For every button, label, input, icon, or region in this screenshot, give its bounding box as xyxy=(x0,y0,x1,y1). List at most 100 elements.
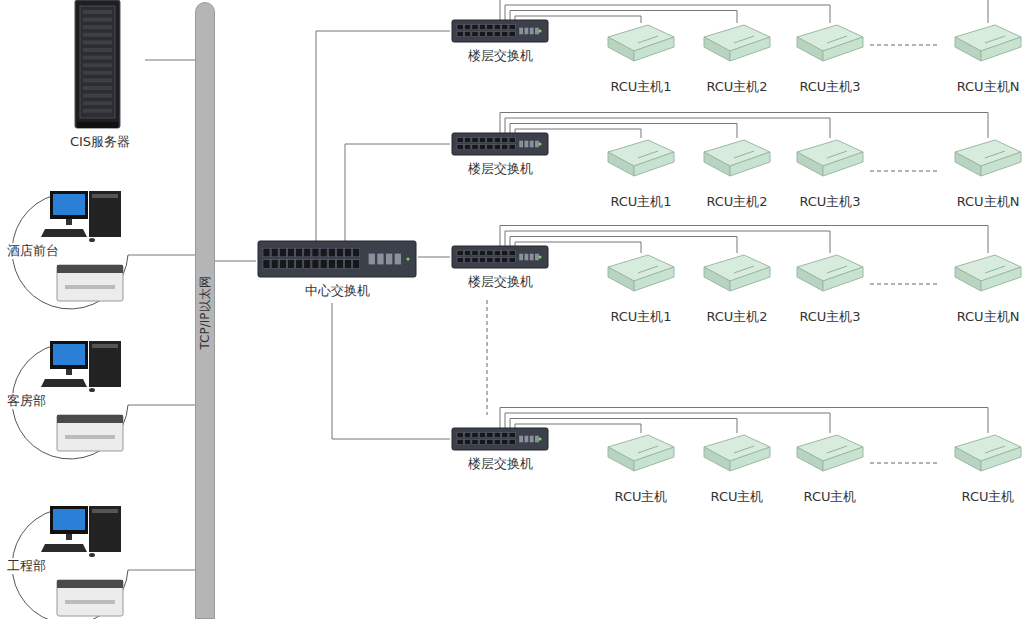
rack-slot xyxy=(83,10,112,14)
rcu-front xyxy=(823,37,863,61)
rcu-node: RCU主机2 xyxy=(695,253,779,325)
device-label: 客房部 xyxy=(5,393,48,409)
rcu-badge xyxy=(638,446,658,453)
icon-group xyxy=(955,25,1021,61)
keyboard xyxy=(41,229,87,237)
switch-port xyxy=(345,260,352,269)
switch-port xyxy=(487,439,493,444)
rcu-node: RCU主机N xyxy=(946,138,1024,210)
pc-tower xyxy=(89,191,121,237)
continuation-dash xyxy=(870,171,940,172)
switch-module xyxy=(524,254,528,261)
rcu-front xyxy=(823,152,863,176)
device-label: RCU主机 xyxy=(962,489,1015,505)
network-cable xyxy=(505,231,830,253)
network-cable xyxy=(128,255,195,256)
switch-port xyxy=(479,31,485,36)
rcu-node: RCU主机2 xyxy=(695,138,779,210)
switch-module xyxy=(369,254,375,265)
icon-group xyxy=(797,255,863,291)
switch-port xyxy=(487,24,493,29)
switch-body xyxy=(258,241,416,277)
keyboard xyxy=(41,544,87,552)
switch-port xyxy=(304,248,311,257)
switch-port xyxy=(353,248,360,257)
switch-module xyxy=(386,254,392,265)
switch-port xyxy=(502,137,508,142)
switch-port xyxy=(457,144,463,149)
switch-module xyxy=(395,254,401,265)
pc-drive xyxy=(92,509,118,513)
icon-group xyxy=(704,25,770,61)
network-cable xyxy=(500,408,988,434)
rcu-node: RCU主机3 xyxy=(788,23,872,95)
switch-port xyxy=(502,439,508,444)
network-cable xyxy=(345,144,450,241)
network-cable xyxy=(500,0,988,23)
pc-drive xyxy=(92,194,118,198)
rcu-front xyxy=(634,267,674,291)
switch-port xyxy=(336,260,343,269)
rcu-badge xyxy=(827,446,847,453)
icon-group xyxy=(955,255,1021,291)
icon-group xyxy=(704,435,770,471)
icon-group xyxy=(452,133,548,155)
switch-module xyxy=(377,254,383,265)
switch-port xyxy=(509,144,515,149)
switch-port xyxy=(287,248,294,257)
icon-group xyxy=(797,25,863,61)
device-label: RCU主机N xyxy=(957,194,1020,210)
switch-port xyxy=(336,248,343,257)
device-label: 酒店前台 xyxy=(5,243,61,259)
rcu-badge xyxy=(734,151,754,158)
switch-module xyxy=(530,28,534,35)
device-label: 楼层交换机 xyxy=(468,274,533,290)
rcu-front xyxy=(823,447,863,471)
rcu-side xyxy=(955,37,981,61)
floor-switch-node: 楼层交换机 xyxy=(450,133,550,178)
rcu-badge xyxy=(985,266,1005,273)
switch-port xyxy=(502,144,508,149)
printer-body xyxy=(57,415,123,451)
rcu-side xyxy=(608,447,634,471)
switch-port xyxy=(472,144,478,149)
rcu-node: RCU主机 xyxy=(695,433,779,505)
bus-label: TCP/IP以太网 xyxy=(197,276,213,349)
rack-slot xyxy=(83,33,112,37)
switch-port xyxy=(464,137,470,142)
device-label: RCU主机N xyxy=(957,79,1020,95)
mouse xyxy=(89,388,95,392)
switch-port xyxy=(502,31,508,36)
rcu-badge xyxy=(827,36,847,43)
switch-port xyxy=(464,432,470,437)
printer-body xyxy=(57,580,123,616)
pc-tower xyxy=(89,506,121,552)
rcu-side xyxy=(704,267,730,291)
device-icon xyxy=(55,0,145,152)
switch-port xyxy=(287,260,294,269)
switch-module xyxy=(524,141,528,148)
switch-port xyxy=(509,24,515,29)
switch-module xyxy=(530,254,534,261)
switch-module xyxy=(530,141,534,148)
switch-led xyxy=(539,30,542,33)
rcu-front xyxy=(730,267,770,291)
rack-slot xyxy=(83,18,112,22)
switch-port xyxy=(502,250,508,255)
switch-port xyxy=(494,257,500,262)
device-label: 中心交换机 xyxy=(305,283,370,299)
switch-port xyxy=(487,137,493,142)
switch-port xyxy=(296,248,303,257)
workstation-node: 工程部 xyxy=(5,500,128,619)
switch-port xyxy=(509,257,515,262)
rcu-front xyxy=(981,37,1021,61)
switch-port xyxy=(494,432,500,437)
rcu-badge xyxy=(638,36,658,43)
switch-port xyxy=(312,248,319,257)
switch-led xyxy=(539,438,542,441)
printer-top xyxy=(57,580,123,588)
rcu-node: RCU主机2 xyxy=(695,23,779,95)
switch-port xyxy=(472,31,478,36)
switch-port xyxy=(479,257,485,262)
